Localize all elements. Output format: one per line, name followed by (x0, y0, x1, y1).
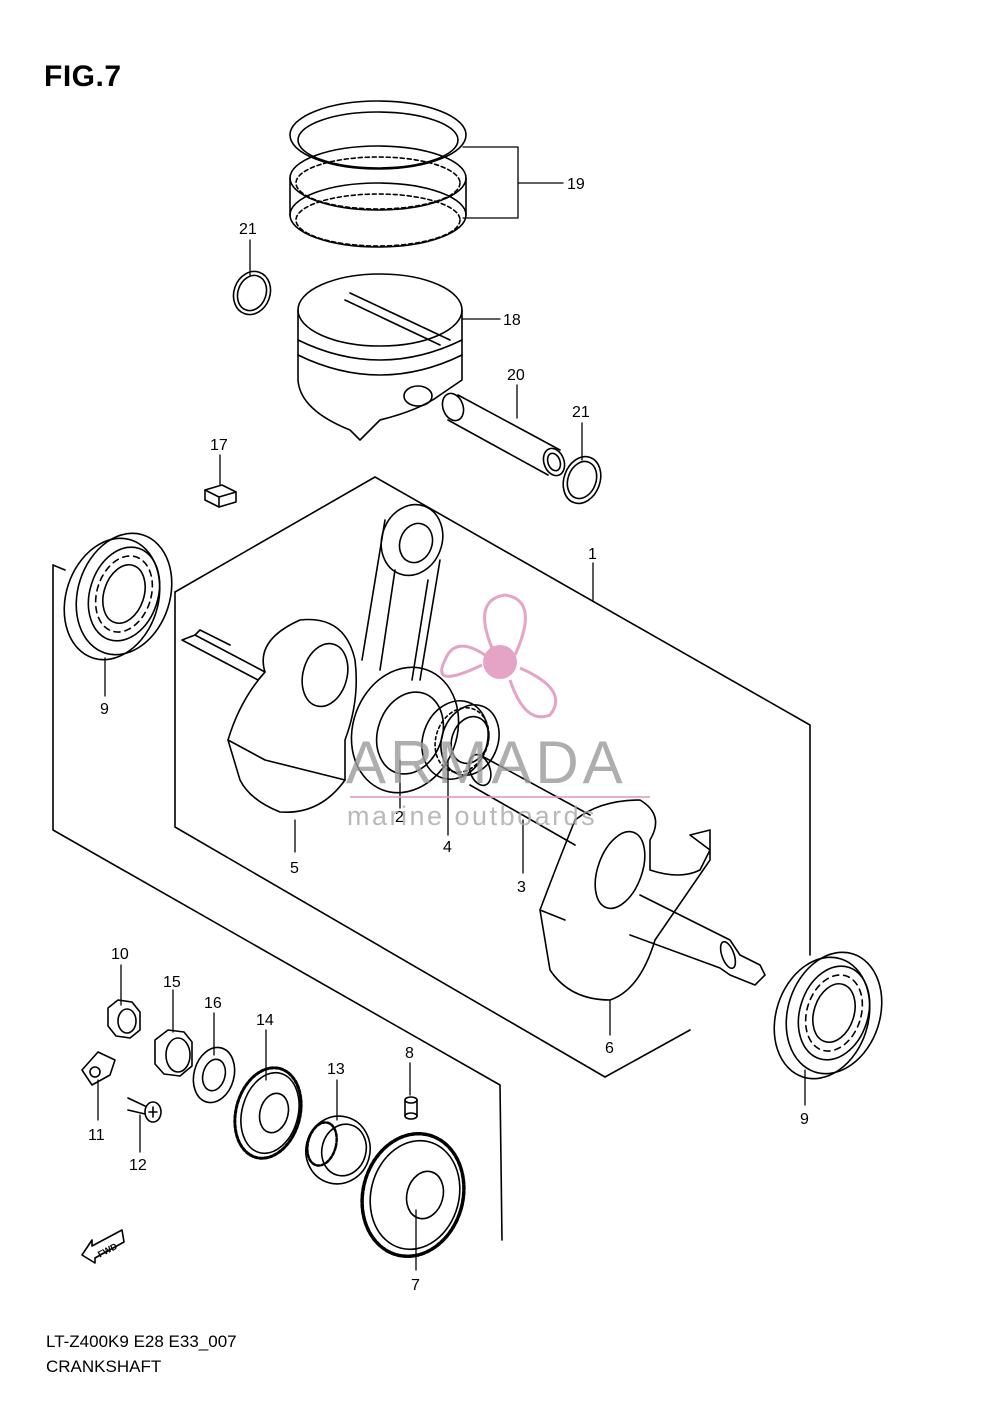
piston (298, 274, 462, 440)
callout-labels: 1 2 3 4 5 6 7 8 9 9 10 11 12 13 14 15 16… (88, 176, 809, 1294)
crank-web-right (540, 800, 710, 1000)
callout-2: 2 (395, 809, 404, 826)
balancer-drive-gear (298, 1109, 377, 1191)
primary-drive-gear (225, 1060, 311, 1165)
circlip-upper (228, 266, 277, 320)
callout-16: 16 (204, 995, 222, 1012)
lock-nut (155, 1030, 192, 1076)
screw (128, 1098, 161, 1122)
assembly-frame (52, 476, 811, 1241)
callout-9-lower: 9 (800, 1111, 809, 1128)
bearing-left (49, 521, 187, 672)
woodruff-key (205, 485, 236, 507)
callout-11: 11 (88, 1127, 105, 1144)
callout-12: 12 (129, 1157, 147, 1174)
circlip-lower (557, 451, 607, 508)
needle-bearing (411, 691, 508, 788)
callout-5: 5 (290, 860, 299, 877)
propeller-logo-icon (440, 593, 558, 719)
callout-21-upper: 21 (239, 221, 257, 238)
figure-title: FIG.7 (44, 60, 122, 93)
crank-shaft-right (630, 895, 765, 985)
callout-10: 10 (111, 946, 129, 963)
callout-1: 1 (588, 546, 597, 563)
crank-pin (465, 752, 590, 845)
model-code: LT-Z400K9 E28 E33_007 (46, 1332, 237, 1351)
washer (187, 1043, 240, 1107)
callout-17: 17 (210, 437, 228, 454)
piston-rings (290, 101, 466, 247)
callout-4: 4 (443, 839, 452, 856)
section-name: CRANKSHAFT (46, 1357, 162, 1376)
crank-web-left (182, 620, 356, 813)
bearing-right (759, 940, 897, 1091)
callout-13: 13 (327, 1061, 345, 1078)
lock-plate (82, 1052, 115, 1085)
callout-9-upper: 9 (100, 701, 109, 718)
callout-6: 6 (605, 1040, 614, 1057)
callout-14: 14 (256, 1012, 274, 1029)
dowel-pin (405, 1097, 417, 1119)
callout-19: 19 (567, 176, 585, 193)
watermark-tagline: marine outboards (347, 801, 597, 831)
watermark-brand: ARMADA (346, 729, 627, 796)
nut (108, 1000, 140, 1038)
forward-arrow-icon (82, 1230, 124, 1263)
callout-3: 3 (517, 879, 526, 896)
callout-8: 8 (405, 1045, 414, 1062)
leader-lines (97, 146, 806, 1271)
piston-pin (439, 390, 568, 478)
cam-drive-gear (349, 1122, 478, 1268)
callout-18: 18 (503, 312, 521, 329)
callout-15: 15 (163, 974, 181, 991)
callout-20: 20 (507, 367, 525, 384)
callout-21-lower: 21 (572, 404, 590, 421)
callout-7: 7 (411, 1277, 420, 1294)
connecting-rod (334, 496, 476, 808)
